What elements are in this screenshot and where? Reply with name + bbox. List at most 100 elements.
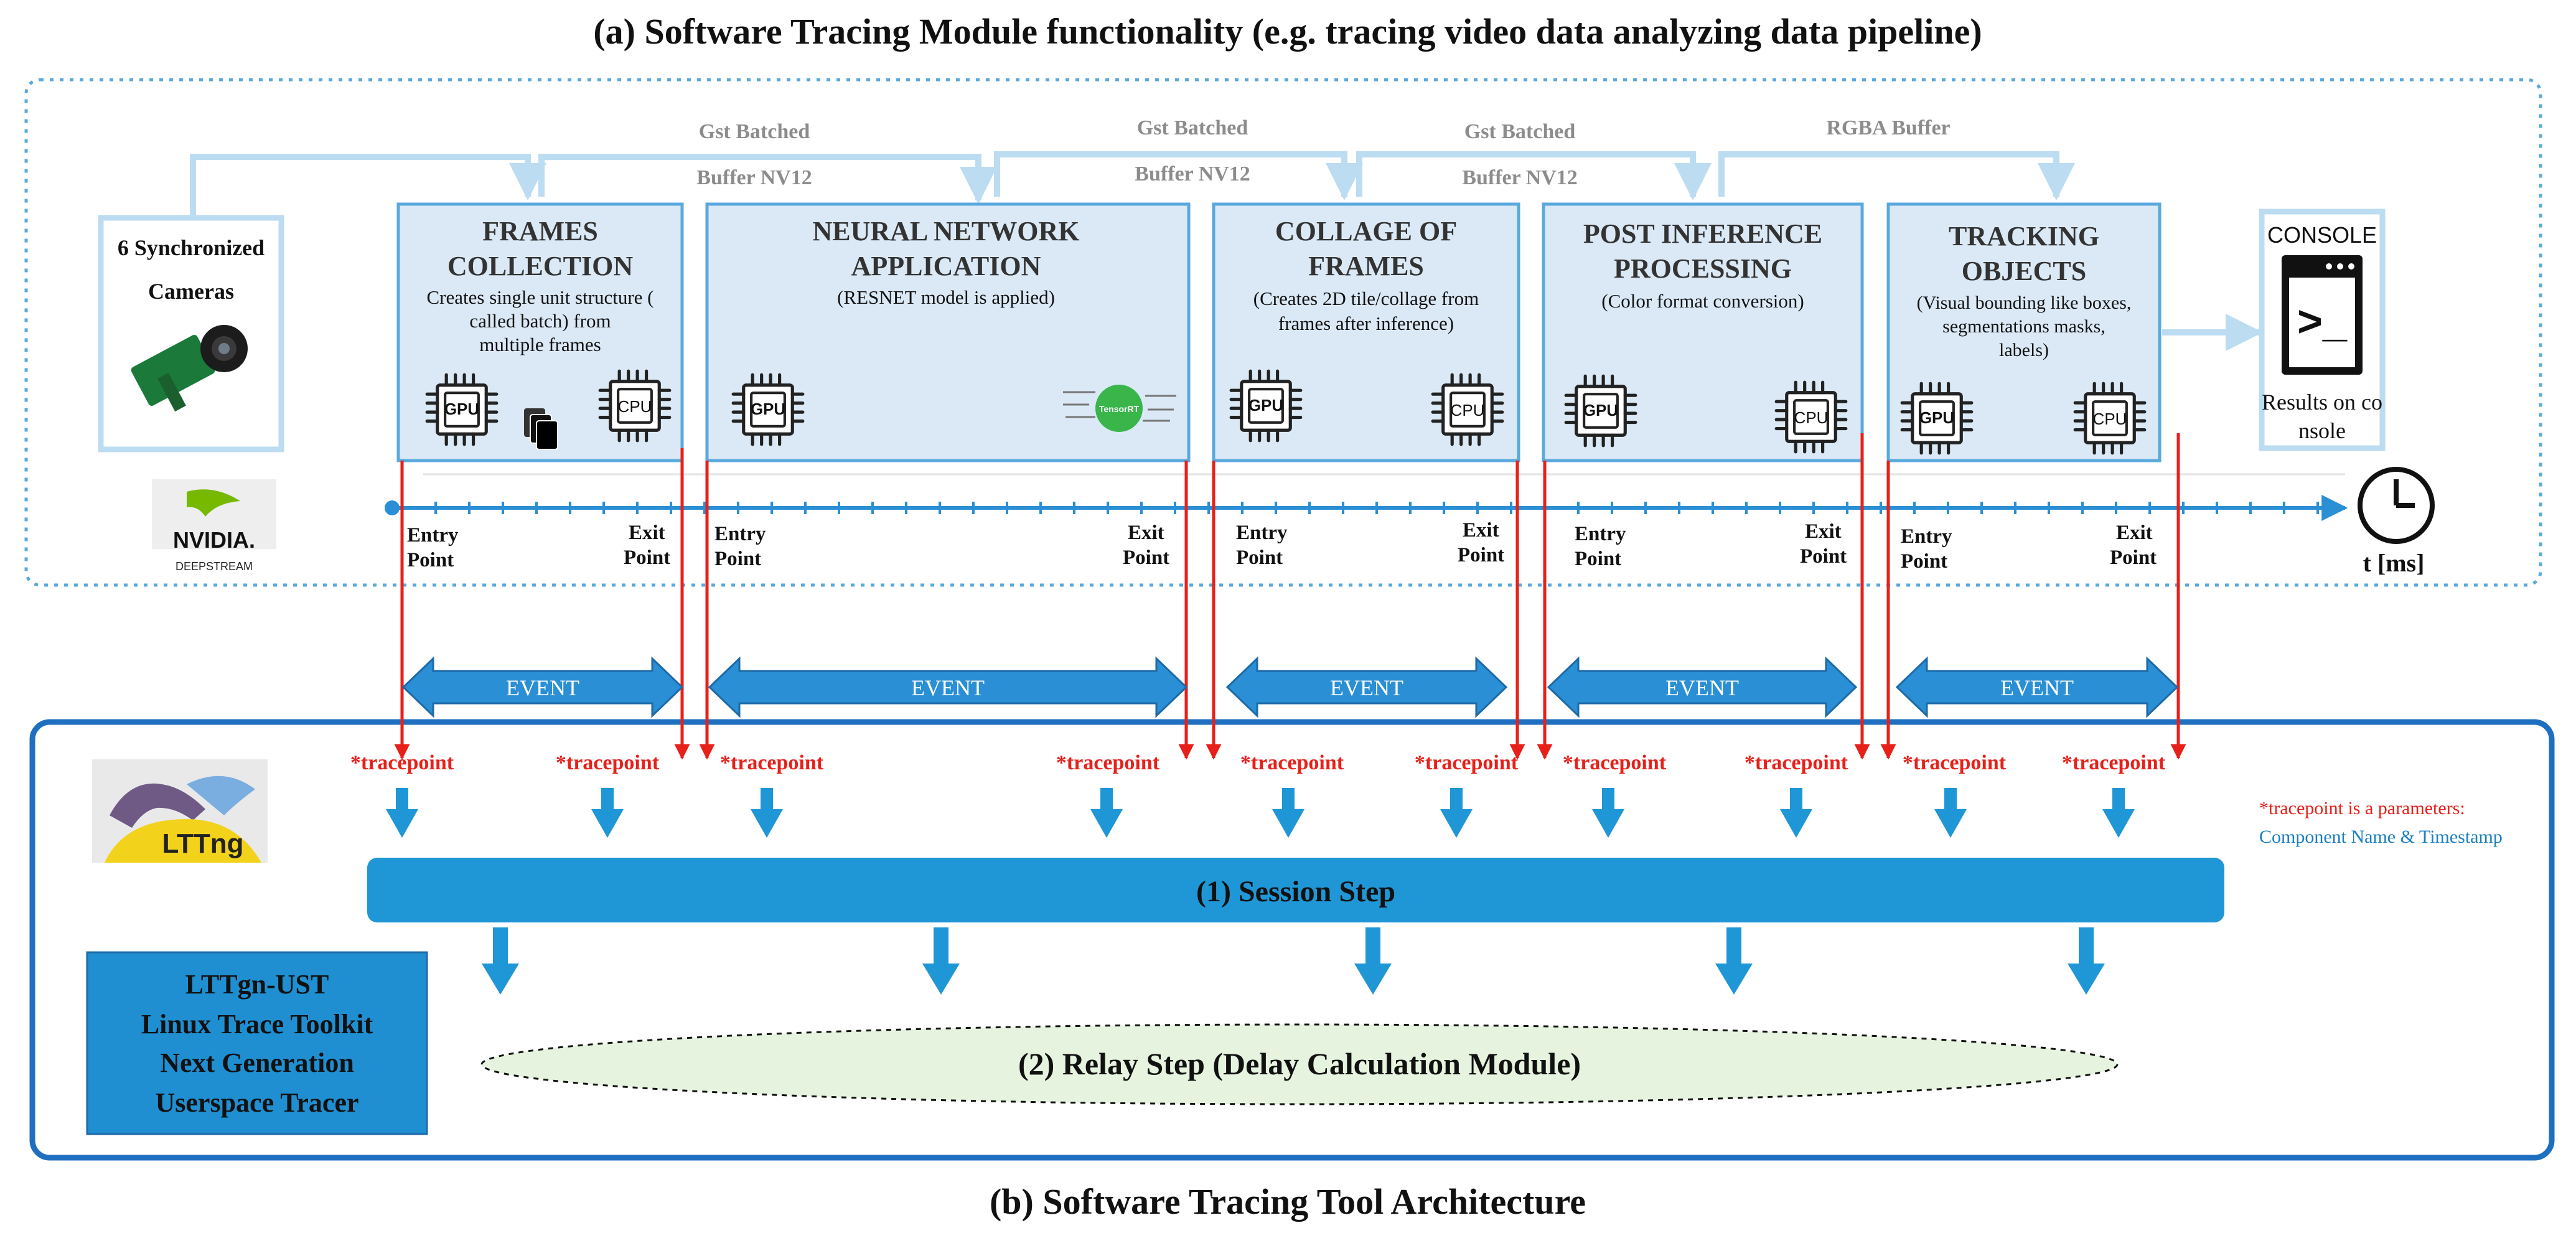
tracepoint-down-arrow [1090, 788, 1123, 838]
svg-text:DEEPSTREAM: DEEPSTREAM [176, 560, 253, 573]
buffer-labels: Gst Batched Buffer NV12 Gst Batched Buff… [696, 116, 1950, 189]
tracepoint-down-arrow [751, 788, 783, 838]
clock-icon [2358, 467, 2435, 544]
tracepoint-label: *tracepoint [1563, 751, 1667, 774]
entry-2a: Entry [714, 523, 766, 545]
svg-text:TensorRT: TensorRT [1099, 404, 1140, 414]
buffer-2-bottom: Buffer NV12 [1135, 162, 1250, 185]
svg-text:GPU: GPU [444, 400, 479, 418]
console-results-line1: Results on co [2262, 390, 2382, 415]
relay-down-arrow [1354, 927, 1392, 995]
cameras-block: 6 Synchronized Cameras [98, 215, 284, 453]
buffer-4-top: RGBA Buffer [1826, 116, 1950, 139]
svg-text:NVIDIA.: NVIDIA. [173, 527, 255, 553]
entry-5a: Entry [1901, 525, 1952, 548]
tracepoint-label: *tracepoint [2062, 751, 2166, 774]
buffer-2-top: Gst Batched [1137, 116, 1248, 139]
svg-text:OBJECTS: OBJECTS [1962, 256, 2087, 286]
svg-text:PROCESSING: PROCESSING [1614, 253, 1792, 284]
svg-text:GPU: GPU [1583, 401, 1618, 420]
exit-1a: Exit [629, 522, 665, 544]
svg-text:CPU: CPU [1451, 401, 1485, 420]
gpu-chip-icon: GPU [1231, 371, 1301, 441]
cpu-chip-icon: CPU [2075, 383, 2145, 453]
exit-3a: Exit [1463, 519, 1499, 542]
relay-arrows [482, 927, 2105, 995]
event-label: EVENT [1665, 675, 1739, 700]
tracepoint-note-line2: Component Name & Timestamp [2259, 827, 2503, 847]
buffer-1-bottom: Buffer NV12 [696, 166, 812, 189]
relay-down-arrow [482, 927, 519, 995]
stage-collage-of-frames: COLLAGE OF FRAMES (Creates 2D tile/colla… [1212, 202, 1520, 462]
console-results-line2: nsole [2298, 418, 2346, 443]
buffer-arrows [190, 151, 2263, 351]
svg-text:APPLICATION: APPLICATION [851, 251, 1041, 281]
gpu-chip-icon: GPU [427, 375, 497, 444]
tensorrt-logo-icon: TensorRT [1063, 385, 1176, 432]
entry-4b: Point [1575, 548, 1621, 570]
exit-2a: Exit [1128, 522, 1164, 544]
svg-text:TRACKING: TRACKING [1949, 221, 2099, 251]
svg-text:CPU: CPU [618, 397, 652, 416]
event-double-arrow [1895, 656, 2179, 718]
svg-text:called batch) from: called batch) from [469, 310, 611, 332]
entry-2b: Point [714, 548, 761, 570]
svg-text:(Visual bounding like boxes,: (Visual bounding like boxes, [1917, 293, 2132, 313]
svg-text:>_: >_ [2297, 297, 2348, 345]
buffer-1-top: Gst Batched [699, 120, 810, 143]
event-double-arrow [708, 656, 1188, 718]
tracepoint-label: *tracepoint [1903, 751, 2007, 774]
tracepoint-down-arrow [1592, 788, 1624, 838]
event-label: EVENT [506, 675, 579, 700]
relay-step-label: (2) Relay Step (Delay Calculation Module… [1018, 1046, 1581, 1081]
svg-text:multiple frames: multiple frames [479, 334, 601, 355]
svg-text:POST INFERENCE: POST INFERENCE [1583, 218, 1822, 249]
event-label: EVENT [2000, 675, 2074, 700]
svg-text:CPU: CPU [1794, 408, 1829, 427]
lttng-logo: LTTng [92, 759, 268, 863]
svg-text:NEURAL NETWORK: NEURAL NETWORK [812, 216, 1079, 246]
svg-text:COLLAGE OF: COLLAGE OF [1275, 216, 1457, 246]
exit-1b: Point [624, 546, 670, 569]
svg-text:Next Generation: Next Generation [160, 1048, 354, 1078]
event-label: EVENT [1330, 675, 1403, 700]
relay-down-arrow [1715, 927, 1753, 995]
exit-5a: Exit [2116, 522, 2153, 544]
svg-text:LTTng: LTTng [162, 828, 243, 859]
terminal-icon: >_ [2282, 255, 2363, 375]
tracepoint-down-arrow [2102, 788, 2135, 838]
cpu-chip-icon: CPU [600, 371, 670, 441]
entry-5b: Point [1901, 550, 1947, 573]
cameras-label-line2: Cameras [148, 279, 234, 304]
tracepoint-down-arrow [591, 788, 624, 838]
time-unit-label: t [ms] [2363, 549, 2425, 577]
console-label: CONSOLE [2267, 222, 2377, 248]
stage-post-inference: POST INFERENCE PROCESSING (Color format … [1542, 202, 1864, 462]
entry-3b: Point [1236, 546, 1283, 569]
svg-text:CPU: CPU [2093, 410, 2127, 428]
entry-1b: Point [407, 549, 454, 571]
exit-2b: Point [1123, 546, 1169, 569]
session-step-label: (1) Session Step [1196, 875, 1395, 908]
cpu-chip-icon: CPU [1776, 382, 1846, 452]
lttng-ust-box: LTTgn-UST Linux Trace Toolkit Next Gener… [86, 951, 428, 1135]
nvidia-deepstream-logo: NVIDIA. DEEPSTREAM [152, 479, 276, 573]
tracepoint-label: *tracepoint [350, 751, 454, 774]
tracepoint-down-arrow [1934, 788, 1967, 838]
svg-text:COLLECTION: COLLECTION [447, 251, 634, 281]
tracepoints: *tracepoint *tracepoint *tracepoint *tracep… [350, 751, 2166, 838]
exit-3b: Point [1458, 544, 1504, 566]
tracepoint-label: *tracepoint [1415, 751, 1519, 774]
entry-1a: Entry [407, 524, 459, 546]
tracepoint-down-arrow [1272, 788, 1304, 838]
stage-neural-network: NEURAL NETWORK APPLICATION (RESNET model… [705, 202, 1191, 462]
event-double-arrow [1225, 656, 1508, 718]
svg-text:(RESNET model is applied): (RESNET model is applied) [837, 286, 1055, 308]
tracepoint-note-line1: *tracepoint is a parameters: [2259, 798, 2465, 818]
svg-text:Userspace Tracer: Userspace Tracer [155, 1087, 358, 1118]
tracepoint-down-arrow [1440, 788, 1473, 838]
architecture-frame [29, 719, 2555, 1161]
relay-down-arrow [922, 927, 960, 995]
console-block: CONSOLE >_ Results on co nsole [2259, 209, 2386, 451]
